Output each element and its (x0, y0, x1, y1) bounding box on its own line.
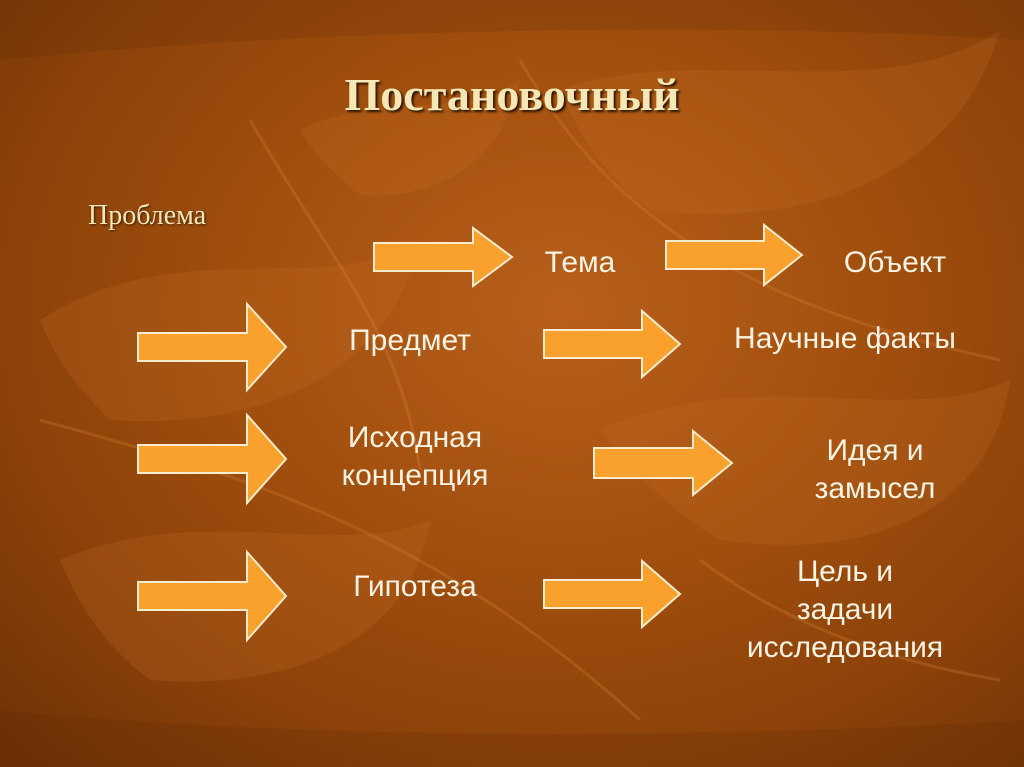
arrow-problema-to-tema (373, 226, 514, 288)
node-ideya-line2: замысел (814, 472, 936, 505)
node-iskhodnaya-line1: Исходная (347, 421, 483, 454)
arrow-predmet-to-fakty (543, 308, 682, 380)
slide-title: Постановочный (344, 69, 680, 120)
node-tema: Тема (544, 246, 616, 279)
arrow-tema-to-obekt (665, 222, 804, 288)
arrow-gipoteza-to-cel (543, 558, 682, 630)
node-gipoteza: Гипотеза (353, 570, 477, 603)
node-obekt: Объект (843, 246, 947, 279)
node-ideya-i-zamysel: Идея и замысел (790, 432, 960, 508)
arrow-to-gipoteza (137, 549, 288, 643)
node-cel-line1: Цель и (796, 555, 894, 588)
node-nauchnye-fakty: Научные факты (734, 322, 956, 355)
node-iskhodnaya-koncepciya: Исходная концепция (315, 419, 515, 495)
node-iskhodnaya-line2: концепция (341, 459, 489, 492)
arrow-to-iskhodnaya-koncepciya (137, 412, 288, 506)
node-predmet: Предмет (349, 324, 471, 357)
arrow-to-predmet (137, 301, 288, 393)
node-cel-i-zadachi: Цель и задачи исследования (725, 553, 965, 667)
node-cel-line3: исследования (746, 631, 944, 664)
node-cel-line2: задачи (796, 593, 894, 626)
node-ideya-line1: Идея и (826, 434, 924, 467)
arrow-koncepciya-to-ideya (593, 428, 734, 498)
subtitle-problema: Проблема (88, 200, 207, 231)
